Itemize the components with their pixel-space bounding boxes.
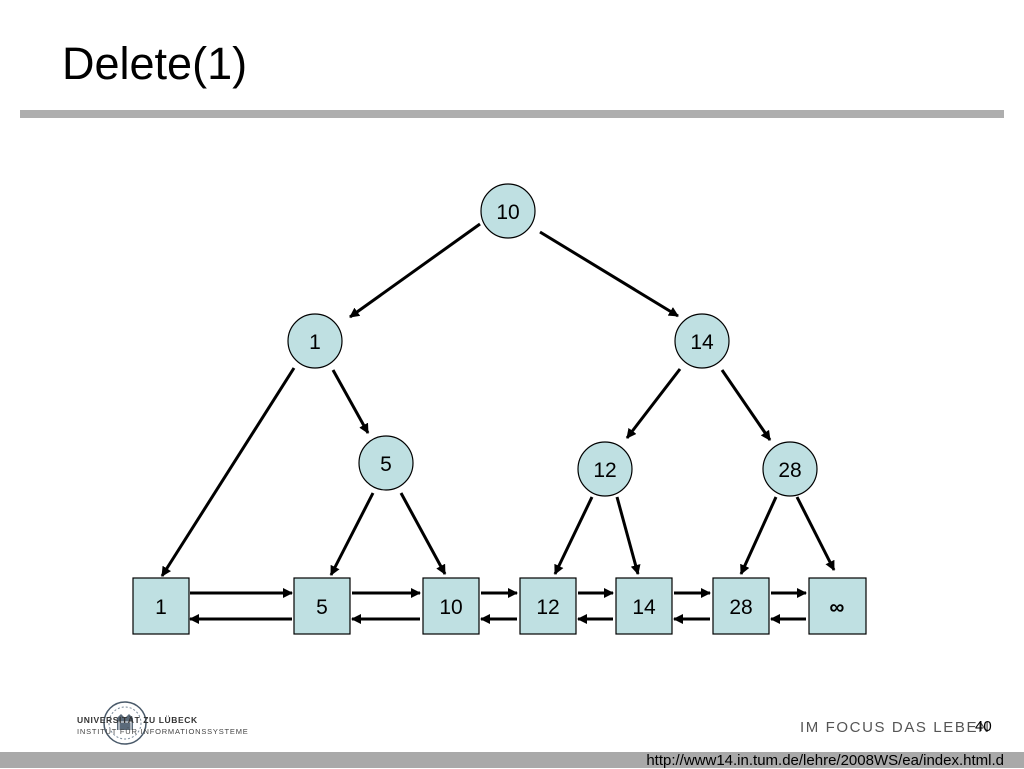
leaf-5 (293, 577, 351, 635)
leaf-label: 10 (439, 596, 462, 619)
leaf-label: 28 (729, 596, 752, 619)
leaf-links (189, 588, 807, 624)
leaf-label: 5 (316, 596, 328, 619)
node-label: 10 (496, 201, 519, 224)
leaf-label: 14 (632, 596, 656, 619)
university-name: UNIVERSITÄT ZU LÜBECK (77, 715, 198, 725)
edge-14-to-12 (625, 368, 682, 439)
edge-1-to-leaf-1 (160, 367, 296, 577)
edge-10-to-1 (349, 222, 481, 319)
leaf-12 (519, 577, 577, 635)
leaf-1 (132, 577, 190, 635)
node-28 (762, 441, 818, 497)
edge-10-to-14 (539, 230, 679, 318)
leaf-10 (422, 577, 480, 635)
leaf-label: 1 (155, 596, 167, 619)
edge-5-to-leaf-10 (399, 492, 447, 575)
node-label: 12 (593, 459, 616, 482)
edge-1-to-5 (331, 369, 370, 434)
institute-name: INSTITUT FÜR INFORMATIONSSYSTEME (77, 727, 249, 736)
node-label: 1 (309, 331, 321, 354)
slide-title: Delete(1) (62, 38, 248, 89)
edge-28-to-leaf-28 (739, 496, 778, 575)
title-divider (20, 110, 1004, 118)
university-motto: IM FOCUS DAS LEBEN (800, 719, 991, 736)
node-10 (480, 183, 536, 239)
node-label: 28 (778, 459, 801, 482)
footer-bar (0, 752, 1024, 768)
page-number: 40 (975, 718, 992, 735)
edge-12-to-leaf-12 (553, 496, 594, 575)
node-12 (577, 441, 633, 497)
node-14 (674, 313, 730, 369)
node-label: 5 (380, 453, 392, 476)
inner-nodes (287, 183, 818, 497)
tree-edges (160, 222, 836, 577)
node-label: 14 (690, 331, 714, 354)
leaf-14 (615, 577, 673, 635)
edge-12-to-leaf-14 (615, 496, 641, 575)
leaf-infinity (808, 577, 867, 635)
leaf-label: ∞ (830, 596, 845, 619)
edge-28-to-leaf-inf (795, 496, 836, 571)
university-seal-icon (103, 701, 147, 745)
edge-14-to-28 (720, 369, 772, 441)
leaf-boxes (132, 577, 867, 635)
leaf-28 (712, 577, 770, 635)
node-5 (358, 435, 414, 491)
edge-5-to-leaf-5 (329, 492, 375, 576)
node-1 (287, 313, 343, 369)
leaf-label: 12 (536, 596, 559, 619)
source-url: http://www14.in.tum.de/lehre/2008WS/ea/i… (646, 752, 1004, 769)
